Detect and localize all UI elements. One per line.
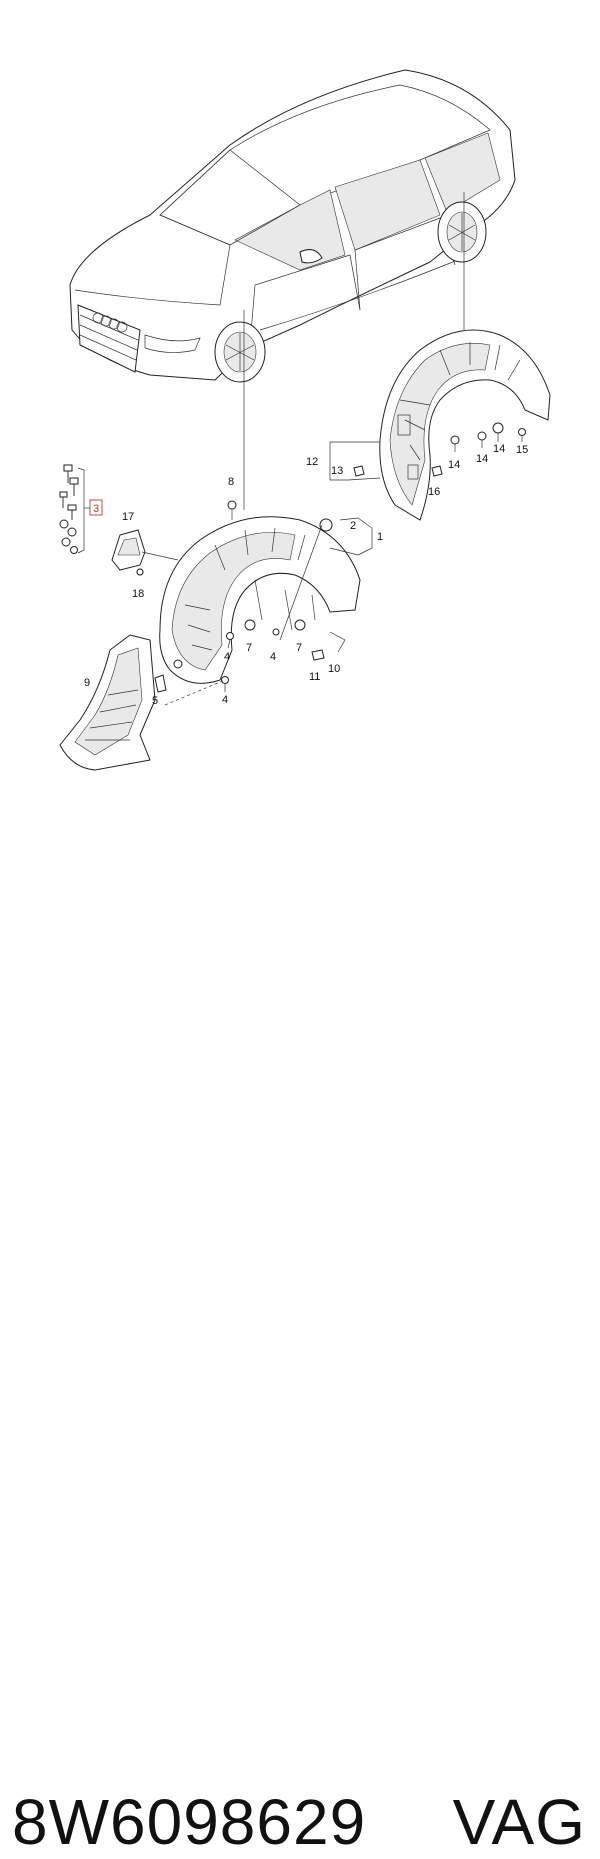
caption: 8W6098629 VAG	[0, 890, 600, 1858]
bracket-17	[111, 529, 179, 576]
car-illustration	[69, 69, 516, 383]
callout-5: 5	[152, 695, 158, 707]
callout-16: 16	[428, 486, 440, 498]
callout-4a: 4	[224, 651, 230, 663]
brand-label: VAG	[452, 1786, 586, 1858]
callout-1: 1	[377, 531, 383, 543]
front-wheel-housing-liner	[159, 516, 361, 684]
callout-14c: 14	[493, 443, 505, 455]
rear-fasteners	[353, 422, 526, 477]
front-fasteners	[136, 500, 346, 693]
callout-4b: 4	[270, 651, 276, 663]
callout-9: 9	[84, 677, 90, 689]
callout-13: 13	[331, 465, 343, 477]
callout-7a: 7	[246, 642, 252, 654]
exploded-parts-diagram: 1 2 3 4 4 4 5 7 7 8 9 10 11 12 13 14 14 …	[59, 69, 551, 771]
callout-8: 8	[228, 476, 234, 488]
callout-4c: 4	[222, 694, 228, 706]
callout-10: 10	[328, 663, 340, 675]
callout-7b: 7	[296, 642, 302, 654]
callout-2: 2	[350, 520, 356, 532]
callout-14a: 14	[448, 459, 460, 471]
callout-15: 15	[516, 444, 528, 456]
callout-11: 11	[309, 671, 320, 683]
fastener-set-3	[59, 464, 103, 554]
dashed-leader	[164, 679, 226, 706]
bracket-12	[329, 441, 348, 481]
callout-17: 17	[122, 511, 134, 523]
rear-wheel-housing-liner	[379, 329, 551, 521]
bracket-1	[357, 517, 373, 556]
callout-12: 12	[306, 456, 318, 468]
callout-14b: 14	[476, 453, 488, 465]
callout-18: 18	[132, 588, 144, 600]
callout-3: 3	[93, 503, 99, 515]
front-deflector-9	[59, 634, 156, 771]
part-number: 8W6098629	[12, 1786, 367, 1858]
